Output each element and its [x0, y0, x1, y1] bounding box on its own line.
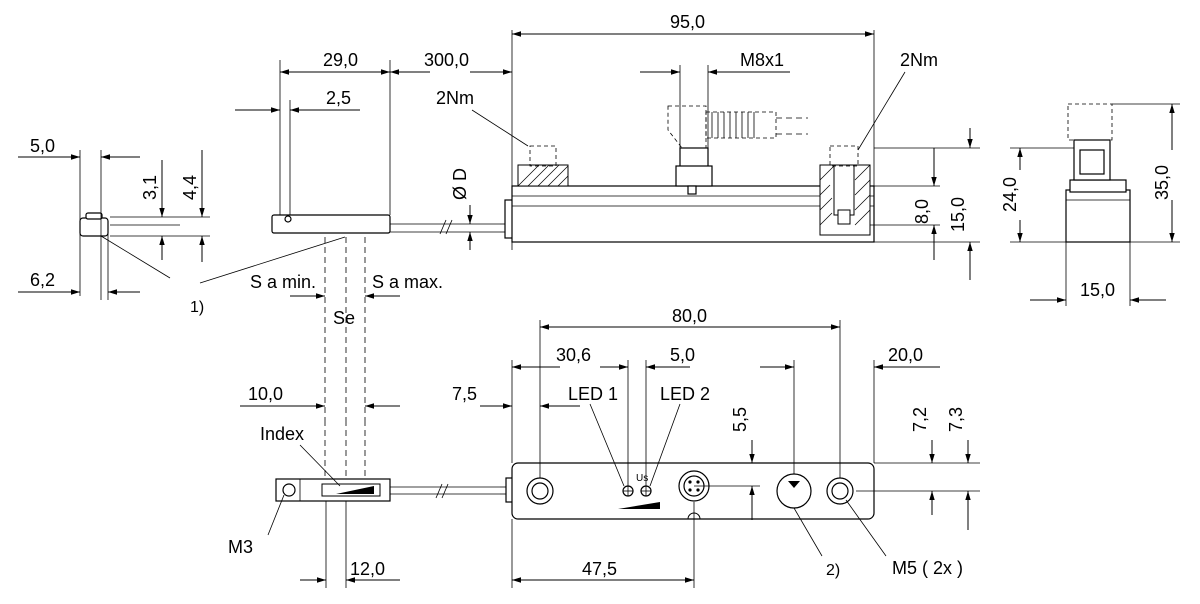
note-2: 2)	[826, 562, 840, 579]
diameter-label: Ø D	[450, 168, 470, 200]
dim-6-2: 6,2	[30, 270, 55, 290]
led2-label: LED 2	[660, 384, 710, 404]
note-1: 1)	[190, 299, 204, 316]
magnet-end-view	[18, 150, 210, 300]
m5-label: M5 ( 2x )	[892, 558, 963, 578]
dim-24-0: 24,0	[1000, 177, 1020, 212]
dim-30-6: 30,6	[556, 345, 591, 365]
dim-29-0: 29,0	[323, 50, 358, 70]
dim-35-0: 35,0	[1152, 165, 1172, 200]
dim-5-5: 5,5	[730, 407, 750, 432]
sensor-side-view	[467, 30, 980, 280]
dim-5-0: 5,0	[30, 136, 55, 156]
dim-15-0-end: 15,0	[1080, 280, 1115, 300]
dim-m8x1: M8x1	[740, 50, 784, 70]
led1-label: LED 1	[568, 384, 618, 404]
dim-7-2: 7,2	[910, 407, 930, 432]
magnet-side-view	[199, 30, 513, 420]
dim-300-0: 300,0	[424, 50, 469, 70]
dim-8-0: 8,0	[912, 199, 932, 224]
dim-5-0-led: 5,0	[670, 345, 695, 365]
torque-left: 2Nm	[436, 88, 474, 108]
m3-label: M3	[228, 537, 253, 557]
dim-3-1: 3,1	[140, 175, 160, 200]
torque-right: 2Nm	[900, 50, 938, 70]
us-label: Us	[636, 473, 648, 484]
dim-95-0: 95,0	[670, 12, 705, 32]
sa-min-label: S a min.	[250, 272, 316, 292]
dim-12-0: 12,0	[350, 559, 385, 579]
dim-2-5: 2,5	[326, 88, 351, 108]
sa-max-label: S a max.	[372, 272, 443, 292]
dim-10-0: 10,0	[248, 384, 283, 404]
dim-20-0: 20,0	[888, 345, 923, 365]
se-label: Se	[333, 308, 355, 328]
dim-47-5: 47,5	[582, 559, 617, 579]
index-label: Index	[260, 424, 304, 444]
dim-4-4: 4,4	[180, 175, 200, 200]
dim-15-0-side: 15,0	[948, 197, 968, 232]
sensor-top-view	[480, 320, 980, 588]
magnet-top-view	[240, 403, 512, 588]
dim-80-0: 80,0	[672, 306, 707, 326]
dim-7-3: 7,3	[946, 407, 966, 432]
sensor-end-view	[1010, 103, 1180, 306]
dim-7-5: 7,5	[452, 384, 477, 404]
